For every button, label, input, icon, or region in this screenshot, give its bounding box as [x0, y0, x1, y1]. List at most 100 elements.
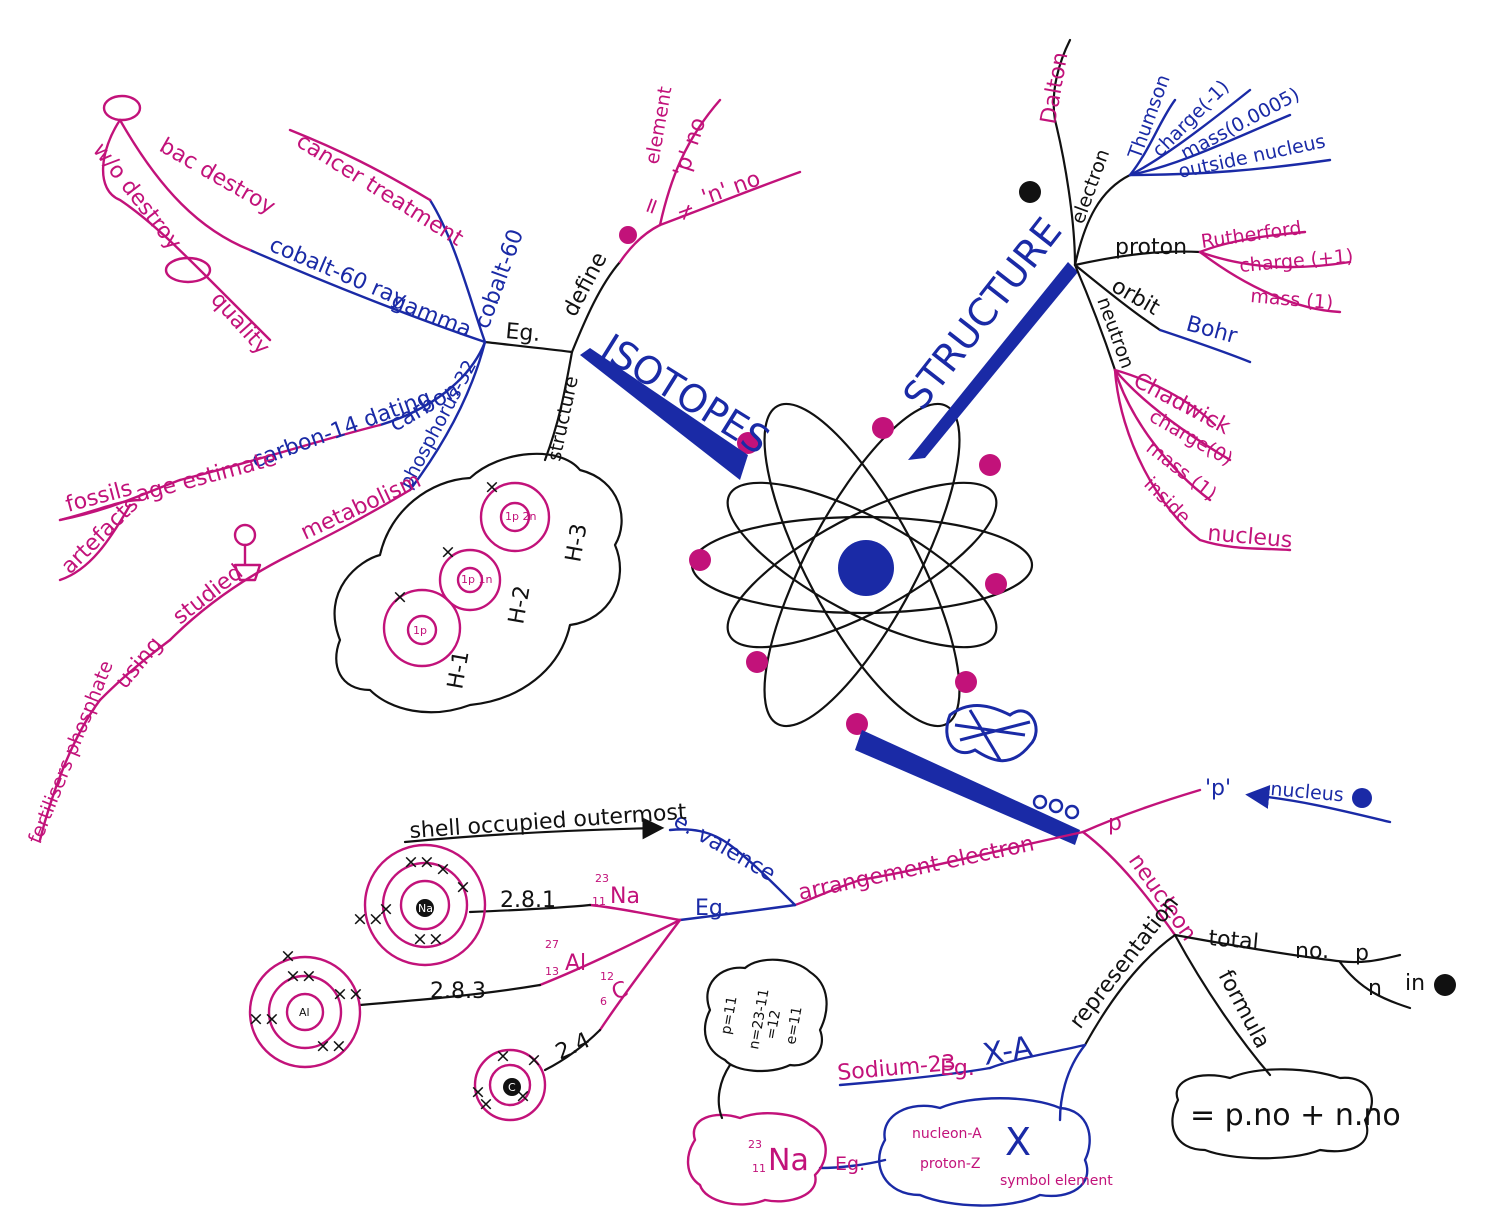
shell-occupied-label: shell occupied outermost: [409, 800, 688, 844]
formula-text: = p.no + n.no: [1190, 1098, 1401, 1133]
representation-cloud: [878, 1097, 1091, 1207]
svg-text:≠: ≠: [674, 198, 700, 228]
cobalt-60-label: cobalt-60: [470, 226, 529, 332]
numbers-branch: p 'p' nucleus neucleon total no. p n in …: [686, 704, 1456, 1207]
proton-mass-label: mass (1): [1250, 285, 1335, 314]
representation-label: representation: [1065, 891, 1184, 1034]
p-quote-label: 'p': [1205, 776, 1231, 801]
sodium-label: Sodium-23: [836, 1051, 957, 1086]
na-particle-cloud: [703, 958, 828, 1073]
nucleus-dot: [838, 540, 894, 596]
proton-charge-label: charge (+1): [1239, 245, 1355, 277]
hydrogen-cloud: [333, 452, 623, 714]
na-symbol-label: Na: [768, 1143, 809, 1178]
svg-text:×: ×: [515, 1085, 531, 1107]
using-label: using: [110, 632, 167, 694]
svg-text:1p 2n: 1p 2n: [505, 510, 536, 523]
na-shell-diagram: Na ×× × ×× × ×× ×: [352, 843, 487, 967]
plant-icon: [233, 523, 262, 582]
arrangement-electron-label: arrangement electron: [796, 831, 1036, 905]
svg-text:×: ×: [478, 1093, 494, 1115]
svg-text:×: ×: [470, 1081, 486, 1103]
isotopes-branch: ISOTOPES define = 'p' no element ≠ 'n' n…: [24, 85, 802, 847]
al-a-label: 27: [545, 938, 559, 951]
quality-label: quality: [206, 287, 275, 360]
na-config-label: 2.8.1: [500, 888, 556, 913]
define-dot: [619, 226, 637, 244]
x-big-label: X: [1005, 1120, 1031, 1164]
n-small-label: n: [1368, 976, 1382, 1001]
bohr-label: Bohr: [1183, 312, 1240, 350]
bac-destroy-label: bac destroy: [155, 134, 279, 220]
proton-z-label: proton-Z: [920, 1156, 980, 1172]
dalton-dot: [1019, 181, 1041, 203]
svg-text:1p: 1p: [413, 624, 427, 637]
al-config-label: 2.8.3: [430, 979, 486, 1004]
svg-text:Al: Al: [299, 1006, 310, 1019]
svg-text:××: ××: [248, 1008, 280, 1030]
structure-label: structure: [543, 374, 582, 463]
na-z2-label: 11: [592, 895, 606, 908]
svg-text:××: ××: [315, 1035, 347, 1057]
svg-text:××: ××: [352, 908, 384, 930]
na-a-label: 23: [595, 872, 609, 885]
fertilisers-label: fertilisers phosphate: [24, 658, 118, 847]
element-label: element: [641, 85, 676, 166]
isotopes-title: ISOTOPES: [593, 325, 777, 463]
svg-text:×: ×: [484, 476, 500, 498]
nucleus-dot-blue: [1352, 788, 1372, 808]
svg-text:×: ×: [495, 1045, 511, 1067]
svg-text:××: ××: [403, 851, 435, 873]
n-no-label: 'n' no: [699, 166, 764, 210]
formula-cloud: [1171, 1068, 1373, 1160]
arrangement-eg-label: Eg.: [695, 896, 730, 921]
na-p-label: p=11: [718, 995, 740, 1036]
p-no-label: 'p' no: [669, 115, 711, 180]
in-label: in: [1405, 971, 1425, 996]
formula-label: formula: [1213, 966, 1275, 1053]
na-z-label: 11: [752, 1162, 766, 1175]
na-element-label: Na: [610, 884, 640, 909]
no-label: no.: [1295, 939, 1329, 964]
dalton-label: Dalton: [1036, 50, 1073, 126]
svg-text:××: ××: [332, 983, 364, 1005]
c-config-label: 2.4: [552, 1028, 594, 1065]
in-dot: [1434, 974, 1456, 996]
cobalt-ray-label: cobalt-60 ray: [266, 233, 410, 313]
c-a-label: 12: [600, 970, 614, 983]
svg-text:Na: Na: [418, 902, 433, 915]
svg-text:×: ×: [435, 858, 451, 880]
p-label: p: [1108, 811, 1122, 836]
svg-text:×: ×: [440, 541, 456, 563]
h2-label: H-2: [504, 584, 535, 626]
na-cloud: [686, 1112, 827, 1206]
svg-text:×: ×: [392, 586, 408, 608]
nucleus-label: nucleus: [1270, 778, 1345, 806]
c-z-label: 6: [600, 995, 607, 1008]
al-z-label: 13: [545, 965, 559, 978]
age-estimate-label: age estimate: [133, 446, 279, 508]
na-e-label: e=11: [783, 1005, 805, 1045]
svg-text:×: ×: [455, 876, 471, 898]
h1-label: H-1: [443, 649, 474, 691]
neutron-nucleus-label: nucleus: [1206, 521, 1293, 553]
numbers-scribble-title: [945, 704, 1038, 763]
h2-isotope: 1p 1n H-2: [438, 548, 536, 626]
svg-text:××: ××: [412, 928, 444, 950]
structure-branch: STRUCTURE Dalton electron Thumson charge…: [894, 38, 1355, 553]
na-n2-label: =12: [763, 1009, 784, 1041]
na-mass-label: 23: [748, 1138, 762, 1151]
svg-text:×: ×: [378, 898, 394, 920]
al-shell-diagram: Al × ×× ×× ×× ××: [248, 945, 364, 1069]
svg-text:C: C: [508, 1081, 516, 1094]
al-element-label: Al: [565, 951, 586, 976]
nucleon-a-label: nucleon-A: [912, 1126, 982, 1142]
symbol-element-label: symbol element: [1000, 1173, 1113, 1189]
rutherford-label: Rutherford: [1200, 217, 1303, 253]
proton-label: proton: [1115, 235, 1187, 260]
representation-eg-label: Eg.: [940, 1056, 975, 1081]
h3-label: H-3: [561, 522, 592, 564]
isotopes-eg-label: Eg.: [504, 319, 541, 347]
c-element-label: C: [609, 977, 632, 1006]
